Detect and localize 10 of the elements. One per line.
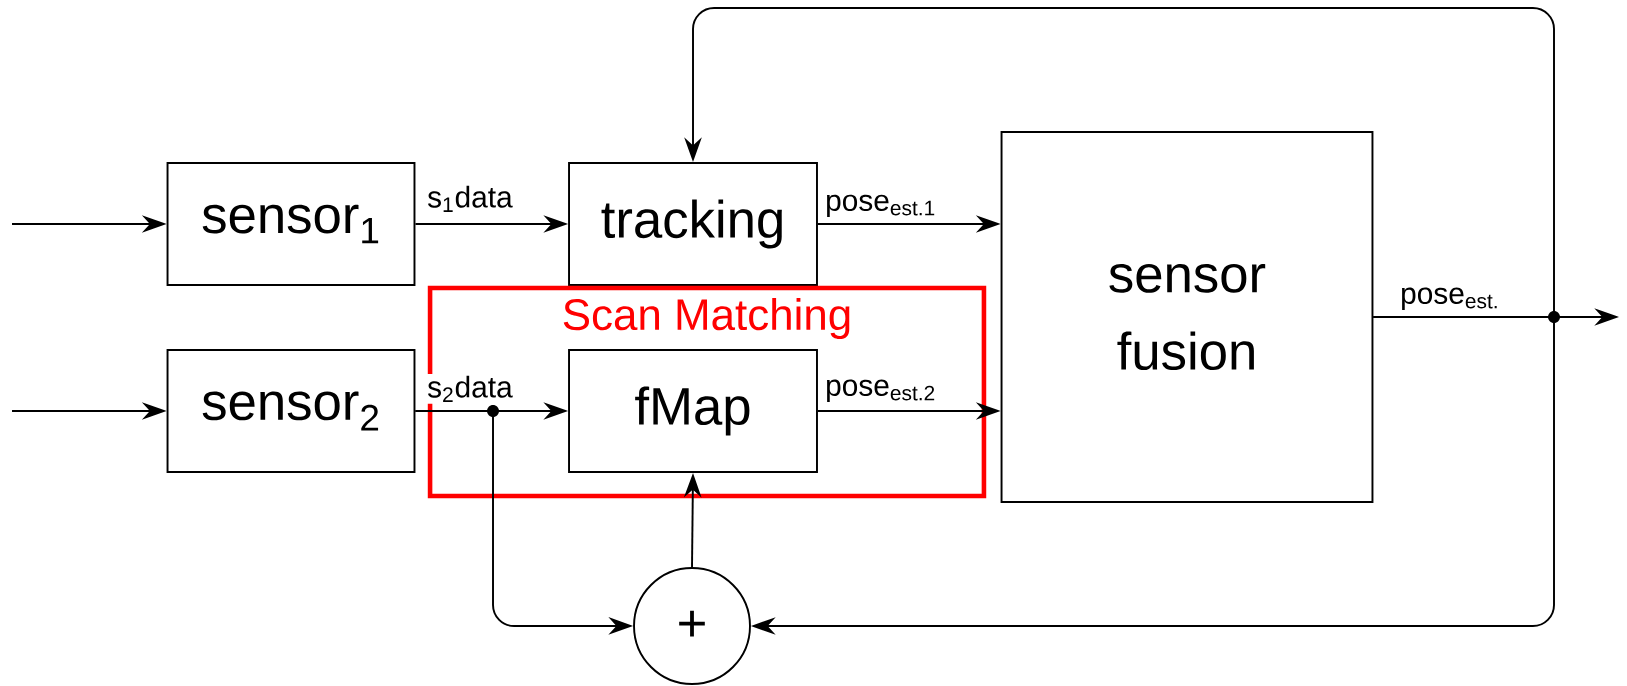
- process-box: fMap: [568, 349, 818, 473]
- process-box: tracking: [568, 162, 818, 286]
- edge-label: pose$_{est.1}$: [823, 192, 938, 219]
- edge-label: pose$_{est.}$: [1398, 285, 1502, 312]
- process-box: sensor$_{2}$: [166, 349, 416, 473]
- process-box: sensor fusion: [1000, 131, 1374, 503]
- process-box: sensor$_{1}$: [166, 162, 416, 286]
- edge-label: s$_{1}$data: [425, 183, 515, 214]
- edge-label: s$_{2}$data: [425, 373, 515, 404]
- edge-label: pose$_{est.2}$: [823, 377, 938, 404]
